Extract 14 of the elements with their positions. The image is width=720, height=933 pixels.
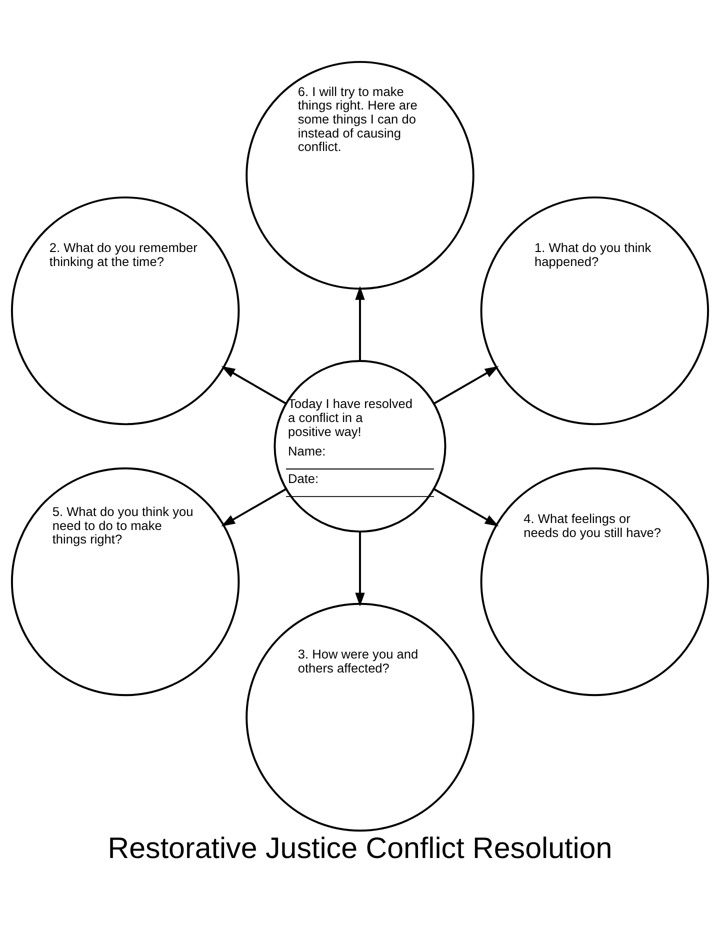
node-circle: 3. How were you and others affected? <box>246 602 474 832</box>
node-circle: 6. I will try to make things right. Here are some things I can do instead of causing conflict. <box>246 60 474 290</box>
arrow <box>355 286 365 361</box>
arrow <box>355 532 365 607</box>
node-circle: 5. What do you think you need to do to make things right? <box>10 467 240 696</box>
arrow <box>433 488 499 526</box>
node-circle: 2. What do you remember thinking at the time? <box>10 196 240 426</box>
arrow <box>221 488 287 526</box>
node-circle: 4. What feelings or needs do you still have? <box>480 467 710 696</box>
node-circle: Today I have resolved a conflict in a positive way! Name: Date: <box>274 360 446 533</box>
arrow <box>433 366 499 404</box>
node-circle: 1. What do you think happened? <box>480 196 710 426</box>
diagram-title: Restorative Justice Conflict Resolution <box>108 832 612 866</box>
arrow <box>221 366 287 404</box>
